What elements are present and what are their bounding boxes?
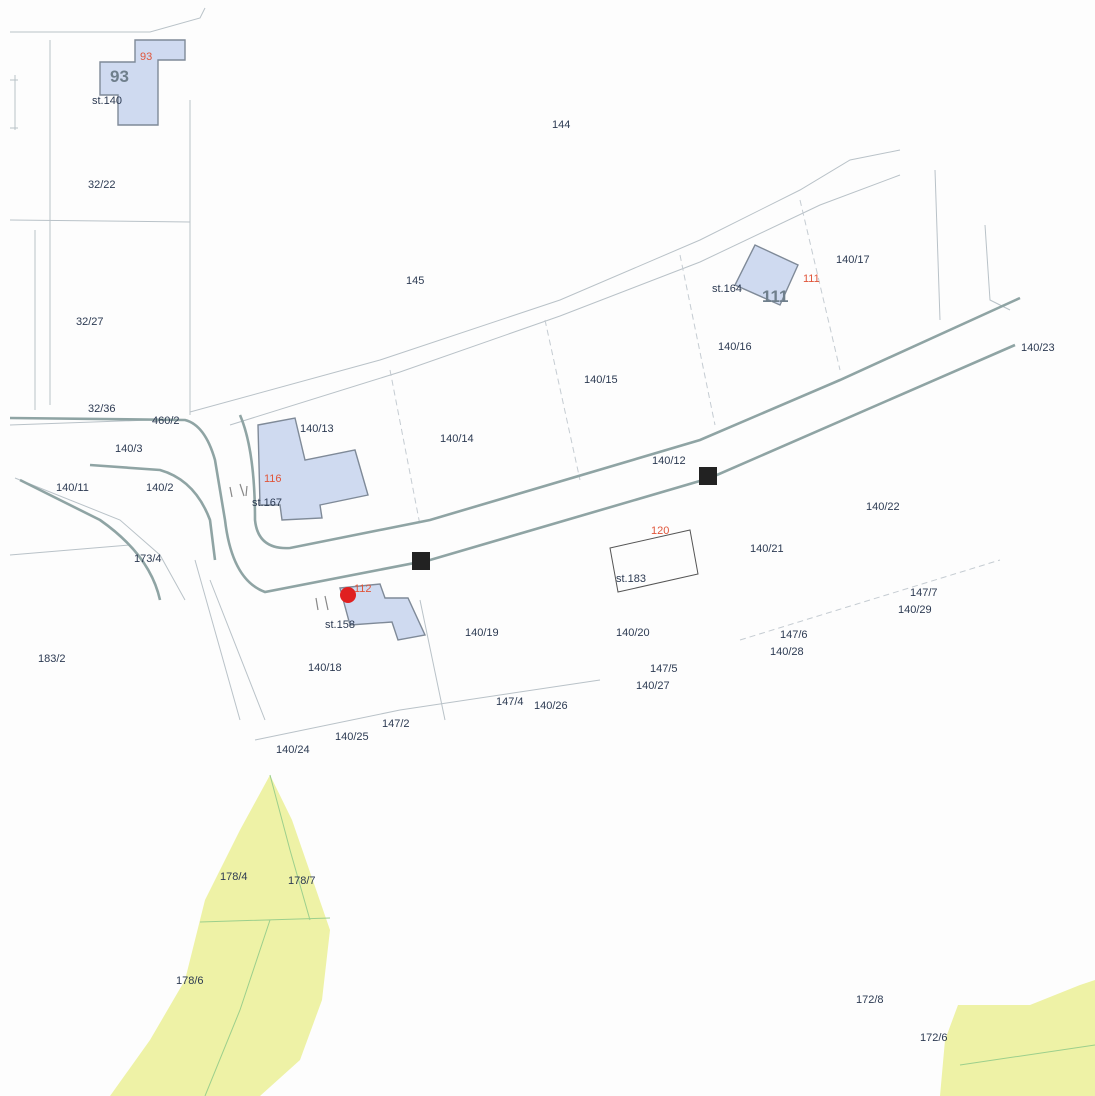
parcel-label[interactable]: 140/16 [718, 341, 752, 353]
red-location-pin-icon[interactable] [340, 587, 356, 603]
building-label-st164: st.164 [712, 283, 742, 295]
entrance-mark-st158 [315, 595, 329, 611]
parcel-label[interactable]: 140/26 [534, 700, 568, 712]
parcel-label[interactable]: 147/4 [496, 696, 524, 708]
big-house-number-93: 93 [110, 67, 129, 86]
vegetation-area-west [110, 775, 330, 1096]
house-number-120: 120 [651, 525, 669, 537]
building-st167[interactable] [257, 417, 369, 521]
parcel-label[interactable]: 173/4 [134, 553, 162, 565]
parcel-boundaries [9, 7, 1011, 741]
vegetation-area-east [940, 980, 1095, 1096]
house-number-112: 112 [354, 583, 372, 595]
parcel-label[interactable]: 140/24 [276, 744, 310, 756]
parcel-label[interactable]: 178/6 [176, 975, 204, 987]
parcel-label[interactable]: 140/14 [440, 433, 474, 445]
parcel-label[interactable]: 147/7 [910, 587, 938, 599]
parcel-label[interactable]: 140/23 [1021, 342, 1055, 354]
parcel-label[interactable]: 140/17 [836, 254, 870, 266]
parcel-label[interactable]: 140/27 [636, 680, 670, 692]
parcel-label[interactable]: 140/13 [300, 423, 334, 435]
parcel-label[interactable]: 32/36 [88, 403, 116, 415]
parcel-label[interactable]: 32/27 [76, 316, 104, 328]
black-square-marker-2[interactable] [699, 467, 717, 485]
parcel-label[interactable]: 144 [552, 119, 570, 131]
house-number-93: 93 [140, 51, 152, 63]
building-st164[interactable] [734, 244, 799, 306]
building-st140[interactable] [99, 39, 186, 126]
buildings [99, 39, 799, 641]
building-st158[interactable] [339, 583, 427, 641]
big-house-number-111: 111 [762, 287, 789, 306]
parcel-label[interactable]: 178/4 [220, 871, 248, 883]
building-label-st140: st.140 [92, 95, 122, 107]
road [9, 296, 1021, 601]
parcel-label[interactable]: 147/6 [780, 629, 808, 641]
parcel-label[interactable]: 140/28 [770, 646, 804, 658]
building-label-st183: st.183 [616, 573, 646, 585]
parcel-label[interactable]: 140/15 [584, 374, 618, 386]
parcel-label[interactable]: 140/20 [616, 627, 650, 639]
building-label-st167: st.167 [252, 497, 282, 509]
building-st183[interactable] [609, 529, 699, 593]
parcel-label[interactable]: 140/3 [115, 443, 143, 455]
black-square-marker-1[interactable] [412, 552, 430, 570]
parcel-label[interactable]: 172/6 [920, 1032, 948, 1044]
vegetation-boundary [199, 774, 1095, 1096]
parcel-label[interactable]: 172/8 [856, 994, 884, 1006]
parcel-label[interactable]: 140/12 [652, 455, 686, 467]
parcel-label[interactable]: 147/2 [382, 718, 410, 730]
parcel-label[interactable]: 140/22 [866, 501, 900, 513]
parcel-label[interactable]: 140/25 [335, 731, 369, 743]
parcel-label[interactable]: 32/22 [88, 179, 116, 191]
parcel-label[interactable]: 147/5 [650, 663, 678, 675]
parcel-labels: 144 145 32/22 32/27 32/36 460/2 140/3 14… [38, 119, 1055, 1044]
house-number-116: 116 [264, 473, 282, 485]
parcel-label[interactable]: 178/7 [288, 875, 316, 887]
parcel-label[interactable]: 183/2 [38, 653, 66, 665]
parcel-label[interactable]: 140/18 [308, 662, 342, 674]
parcel-label[interactable]: 145 [406, 275, 424, 287]
parcel-label[interactable]: 460/2 [152, 415, 180, 427]
parcel-label[interactable]: 140/19 [465, 627, 499, 639]
building-label-st158: st.158 [325, 619, 355, 631]
parcel-label[interactable]: 140/2 [146, 482, 174, 494]
parcel-label[interactable]: 140/21 [750, 543, 784, 555]
parcel-label[interactable]: 140/29 [898, 604, 932, 616]
house-number-111: 111 [803, 273, 820, 285]
parcel-label[interactable]: 140/11 [56, 482, 89, 494]
entrance-mark-st167 [229, 483, 248, 498]
